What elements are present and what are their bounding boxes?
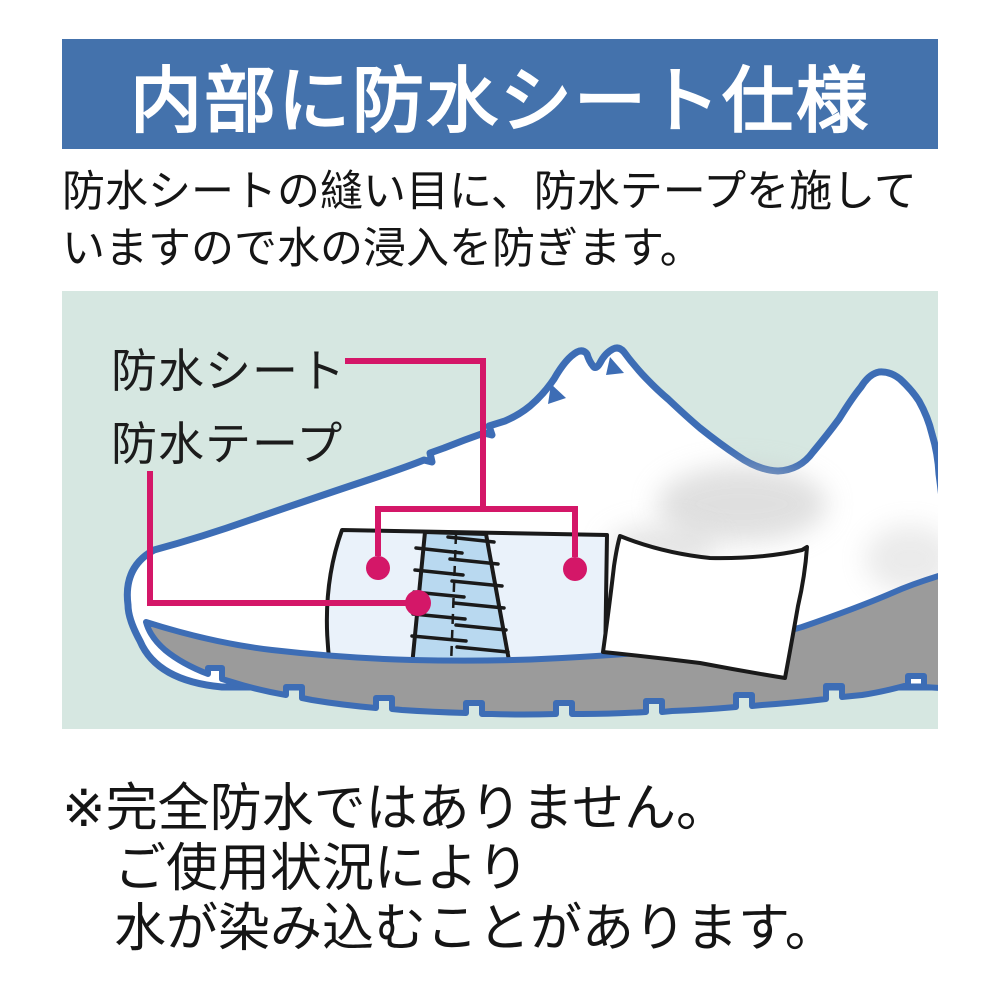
collar-shadow [657,466,827,542]
lace-loop-detail [606,357,624,375]
lace-loop-detail [548,384,566,404]
callout-tape-line [147,471,406,606]
callout-sheet-line [345,358,578,557]
shoe-sole [143,573,938,718]
callout-dots [366,556,587,616]
heel-shadow [865,525,938,593]
description-line-1: 防水シートの縫い目に、防水テープを施して [62,168,917,216]
disclaimer-text: ※完全防水ではありません。 ご使用状況により 水が染み込むことがあります。 [62,779,837,959]
upper-flap [601,534,809,680]
note-marker: ※ [62,780,106,838]
disclaimer-line-2: ご使用状況により [114,840,529,898]
label-waterproof-sheet: 防水シート [111,345,346,397]
header-title: 内部に防水シート仕様 [129,61,870,142]
header-banner: 内部に防水シート仕様 [62,39,938,149]
shoe-illustration [123,344,938,718]
label-waterproof-tape: 防水テープ [111,418,344,470]
shoe-diagram: 防水シート 防水テープ [62,291,938,729]
description-line-2: いますので水の浸入を防ぎます。 [62,225,703,273]
description-text: 防水シートの縫い目に、防水テープを施して いますので水の浸入を防ぎます。 [62,164,962,278]
tape-seam-line [449,533,458,666]
disclaimer-line-3: 水が染み込むことがあります。 [114,900,837,958]
disclaimer-line-1: ※完全防水ではありません。 [62,780,729,838]
